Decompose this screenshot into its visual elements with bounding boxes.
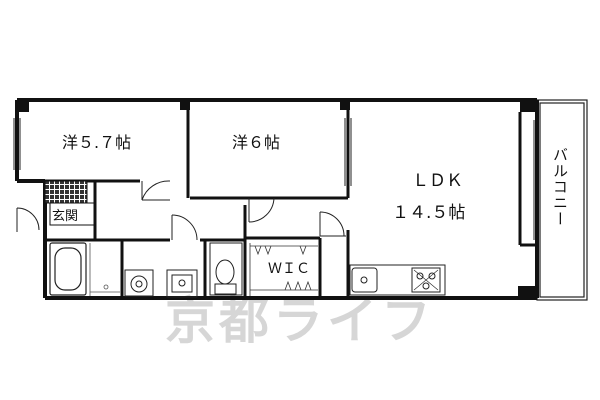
room-label-ldk-title: ＬＤＫ <box>412 171 463 191</box>
room-label-western-1: 洋５.７帖 <box>62 133 131 152</box>
room-label-ldk-size: １４.５帖 <box>392 203 465 223</box>
entrance-tile-floor <box>44 180 88 204</box>
bathtub <box>49 242 87 296</box>
watermark-text: 京都ライフ <box>165 292 435 350</box>
wic-label: ＷＩＣ <box>268 261 310 277</box>
entrance-door <box>16 207 40 232</box>
interior-walls <box>45 100 535 298</box>
entrance-label: 玄関 <box>52 209 78 224</box>
kitchen-counter <box>349 264 446 296</box>
shower-floor <box>89 243 120 296</box>
wall-posts <box>17 100 537 298</box>
entrance-box <box>49 202 95 226</box>
doors <box>141 180 346 241</box>
room-label-western-2: 洋６帖 <box>232 133 280 152</box>
wic-hanger-rails <box>249 243 318 296</box>
wash-basin <box>124 269 154 297</box>
balcony-label: バルコニー <box>551 147 569 227</box>
washing-machine-space <box>166 269 198 298</box>
windows <box>13 118 541 240</box>
toilet <box>209 242 243 296</box>
